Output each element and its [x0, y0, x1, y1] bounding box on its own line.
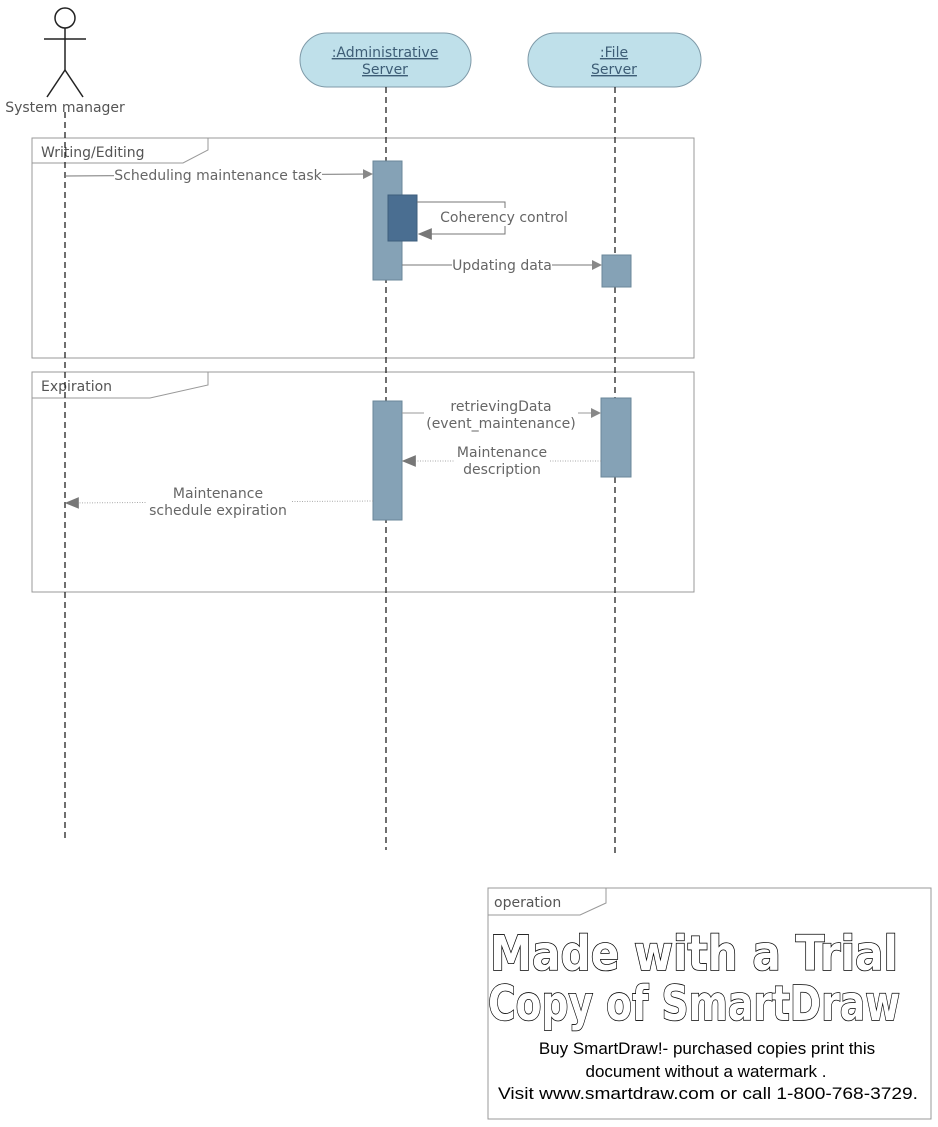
actor-label: System manager [5, 100, 125, 116]
expiration-label-line2: schedule expiration [149, 503, 287, 519]
updating-message: Updating data [402, 256, 602, 274]
coherency-label: Coherency control [440, 210, 568, 226]
expiration-label: Expiration [41, 379, 112, 395]
expiration-frame: Expiration [31, 371, 695, 593]
writing-editing-frame: Writing/Editing [31, 137, 695, 359]
updating-label: Updating data [452, 258, 552, 274]
writing-editing-label: Writing/Editing [41, 145, 144, 161]
smartdraw-watermark: Made with a Trial Copy of SmartDraw Buy … [487, 925, 918, 1103]
description-label-line1: Maintenance [457, 445, 547, 461]
watermark-line1: Made with a Trial [490, 926, 898, 982]
admin-activation-coherency [387, 194, 418, 242]
file-server-lifeline-head: :File Server [527, 32, 702, 88]
operation-frame: operation [487, 887, 932, 1120]
expiration-message: Maintenance schedule expiration [64, 484, 374, 519]
retrieving-label-line1: retrievingData [450, 399, 551, 415]
system-manager-actor: System manager [5, 7, 125, 116]
watermark-note1: Buy SmartDraw!- purchased copies print t… [539, 1039, 875, 1058]
operation-label: operation [494, 895, 561, 911]
scheduling-message: Scheduling maintenance task [64, 166, 373, 184]
scheduling-label: Scheduling maintenance task [114, 168, 322, 184]
expiration-label-line1: Maintenance [173, 486, 263, 502]
file-activation-retrieving [600, 397, 632, 478]
actor-right-leg [64, 69, 84, 98]
retrieving-message: retrievingData (event_maintenance) [402, 398, 601, 432]
watermark-line2: Copy of SmartDraw [488, 976, 900, 1032]
expiration-arrow [64, 497, 374, 509]
file-activation-updating [601, 254, 632, 288]
admin-activation-expiration [372, 400, 403, 521]
admin-server-lifeline-head: :Administrative Server [299, 32, 472, 88]
coherency-message: Coherency control [417, 201, 570, 240]
watermark-note2: document without a watermark . [586, 1062, 827, 1081]
file-server-label-line1: :File [600, 45, 628, 61]
description-message: Maintenance description [401, 444, 601, 478]
admin-server-label-line1: :Administrative [332, 45, 439, 61]
actor-left-leg [46, 69, 66, 98]
file-server-label-line2: Server [591, 62, 637, 78]
description-label-line2: description [463, 462, 541, 478]
actor-head [54, 7, 76, 29]
admin-server-label-line2: Server [362, 62, 408, 78]
retrieving-label-line2: (event_maintenance) [426, 416, 576, 432]
watermark-note3: Visit www.smartdraw.com or call 1-800-76… [498, 1084, 918, 1103]
